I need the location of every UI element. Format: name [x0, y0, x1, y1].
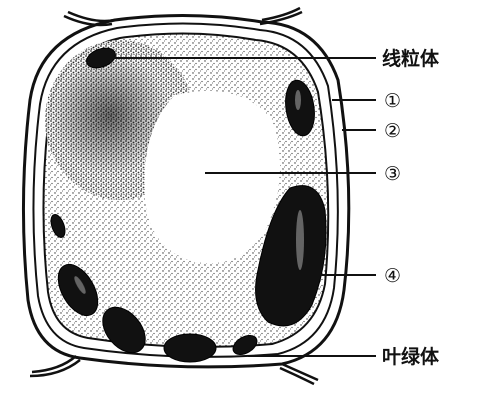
label-chloroplast: 叶绿体 [382, 345, 440, 368]
label-marker-3: ③ [384, 163, 401, 185]
label-marker-2: ② [384, 120, 401, 142]
label-marker-4: ④ [384, 265, 401, 287]
chloroplast-bottom [164, 334, 216, 362]
vacuole [144, 91, 280, 263]
label-marker-1: ① [384, 90, 401, 112]
label-mitochondrion: 线粒体 [382, 47, 440, 70]
